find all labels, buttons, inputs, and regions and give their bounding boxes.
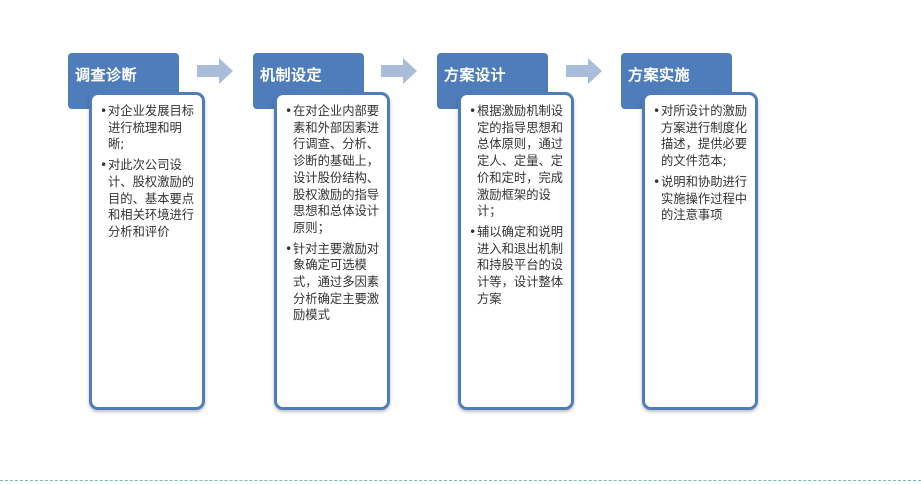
item-text: 针对主要激励对象确定可选模式，通过多因素分析确定主要激励模式 [293,241,380,323]
item-text: 辅以确定和说明进入和退出机制和持股平台的设计等，设计整体方案 [477,224,564,306]
bullet-icon: • [469,224,477,239]
bullet-icon: • [469,104,477,118]
list-item: •对此次公司设计、股权激励的目的、基本要点和相关环境进行分析和评价 [100,157,196,241]
bullet-icon: • [100,104,108,118]
list-item: •根据激励机制设定的指导思想和总体原则，通过定人、定量、定价和定时，完成激励框架… [469,103,565,220]
item-text: 说明和协助进行实施操作过程中的注意事项 [661,174,748,223]
item-text: 根据激励机制设定的指导思想和总体原则，通过定人、定量、定价和定时，完成激励框架的… [477,104,564,219]
stage-implementation: 方案实施 •对所设计的激励方案进行制度化描述，提供必要的文件范本; •说明和协助… [621,53,821,413]
item-text: 在对企业内部要素和外部因素进行调查、分析、诊断的基础上，设计股份结构、股权激励的… [293,104,380,235]
bullet-icon: • [653,104,661,118]
stage-body: •对所设计的激励方案进行制度化描述，提供必要的文件范本; •说明和协助进行实施操… [642,92,758,410]
bullet-icon: • [653,174,661,189]
stage-investigation: 调查诊断 •对企业发展目标进行梳理和明晰; •对此次公司设计、股权激励的目的、基… [68,53,268,413]
stage-plan-design: 方案设计 •根据激励机制设定的指导思想和总体原则，通过定人、定量、定价和定时，完… [437,53,637,413]
arrow-right-icon [197,58,233,84]
stage-body: •在对企业内部要素和外部因素进行调查、分析、诊断的基础上，设计股份结构、股权激励… [274,92,390,410]
list-item: •针对主要激励对象确定可选模式，通过多因素分析确定主要激励模式 [285,241,381,325]
bullet-icon: • [285,241,293,256]
item-text: 对所设计的激励方案进行制度化描述，提供必要的文件范本; [661,104,748,169]
stage-body: •根据激励机制设定的指导思想和总体原则，通过定人、定量、定价和定时，完成激励框架… [458,92,574,410]
list-item: •说明和协助进行实施操作过程中的注意事项 [653,174,749,224]
bullet-icon: • [285,104,293,118]
list-item: •对所设计的激励方案进行制度化描述，提供必要的文件范本; [653,103,749,170]
stage-body: •对企业发展目标进行梳理和明晰; •对此次公司设计、股权激励的目的、基本要点和相… [89,92,205,410]
list-item: •对企业发展目标进行梳理和明晰; [100,103,196,153]
divider [0,480,921,481]
arrow-right-icon [381,58,417,84]
arrow-right-icon [566,58,602,84]
stage-mechanism: 机制设定 •在对企业内部要素和外部因素进行调查、分析、诊断的基础上，设计股份结构… [253,53,453,413]
list-item: •辅以确定和说明进入和退出机制和持股平台的设计等，设计整体方案 [469,224,565,308]
item-text: 对企业发展目标进行梳理和明晰; [108,104,195,152]
bullet-icon: • [100,158,108,173]
item-text: 对此次公司设计、股权激励的目的、基本要点和相关环境进行分析和评价 [108,158,195,239]
list-item: •在对企业内部要素和外部因素进行调查、分析、诊断的基础上，设计股份结构、股权激励… [285,103,381,237]
